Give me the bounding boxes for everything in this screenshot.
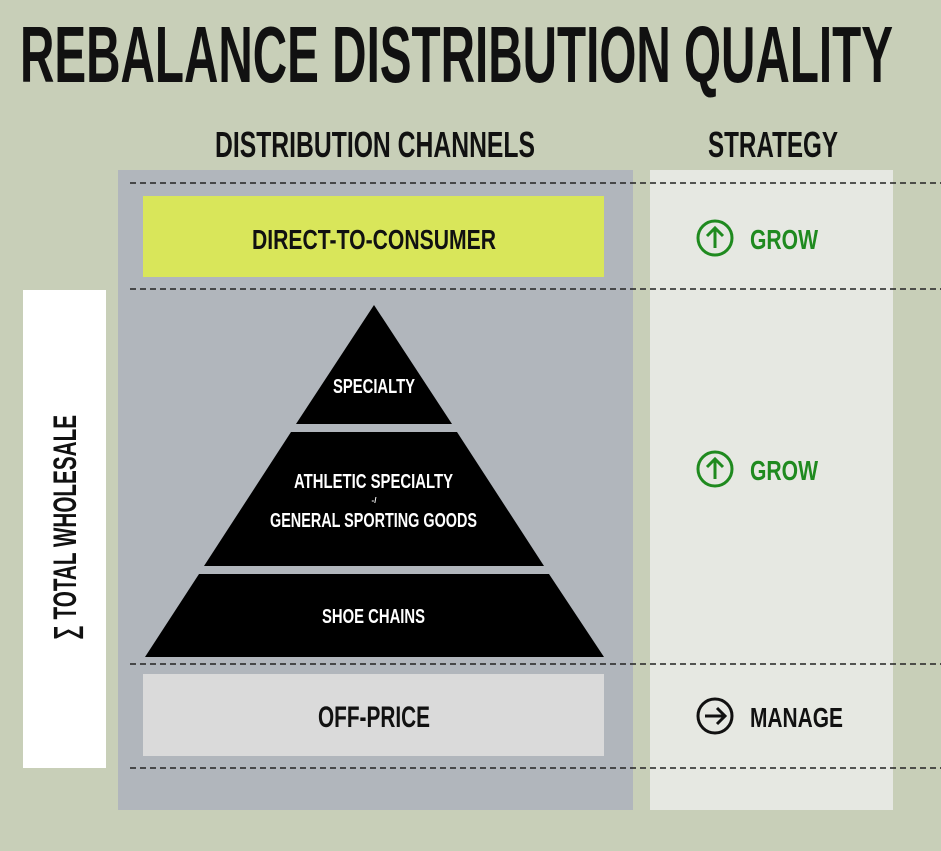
strategy-header: STRATEGY <box>708 124 838 165</box>
off-price-label: OFF-PRICE <box>318 701 430 734</box>
pyramid-label-shoe-chains: SHOE CHAINS <box>322 606 425 628</box>
strategy-label: GROW <box>750 224 818 255</box>
pyramid-tier-shoe-chains <box>145 574 604 657</box>
strategy-panel <box>650 170 893 810</box>
strategy-label: GROW <box>750 455 818 486</box>
strategy-off-price: MANAGE <box>696 697 843 735</box>
total-wholesale-label: ∑ TOTAL WHOLESALE <box>47 415 84 640</box>
strategy-wholesale: GROW <box>696 450 818 488</box>
dtc-box <box>143 196 604 277</box>
pyramid-tier-athletic <box>204 432 544 566</box>
pyramid-label-separator: -/ <box>372 496 378 505</box>
pyramid-label-sporting-goods: GENERAL SPORTING GOODS <box>270 510 477 532</box>
dtc-label: DIRECT-TO-CONSUMER <box>252 224 496 255</box>
pyramid-tier-specialty <box>296 305 452 424</box>
arrow-up-circle-icon <box>696 219 734 257</box>
arrow-up-circle-icon <box>696 450 734 488</box>
pyramid-label-athletic: ATHLETIC SPECIALTY <box>294 471 453 493</box>
pyramid-label-specialty: SPECIALTY <box>333 376 415 398</box>
strategy-dtc: GROW <box>696 219 818 257</box>
strategy-label: MANAGE <box>750 702 843 733</box>
off-price-box <box>143 674 604 756</box>
arrow-right-circle-icon <box>696 697 734 735</box>
channels-header: DISTRIBUTION CHANNELS <box>215 124 535 165</box>
total-wholesale-bracket <box>23 290 106 768</box>
page-title: REBALANCE DISTRIBUTION QUALITY <box>20 10 893 99</box>
wholesale-pyramid: SPECIALTY ATHLETIC SPECIALTY -/ GENERAL … <box>145 305 604 657</box>
